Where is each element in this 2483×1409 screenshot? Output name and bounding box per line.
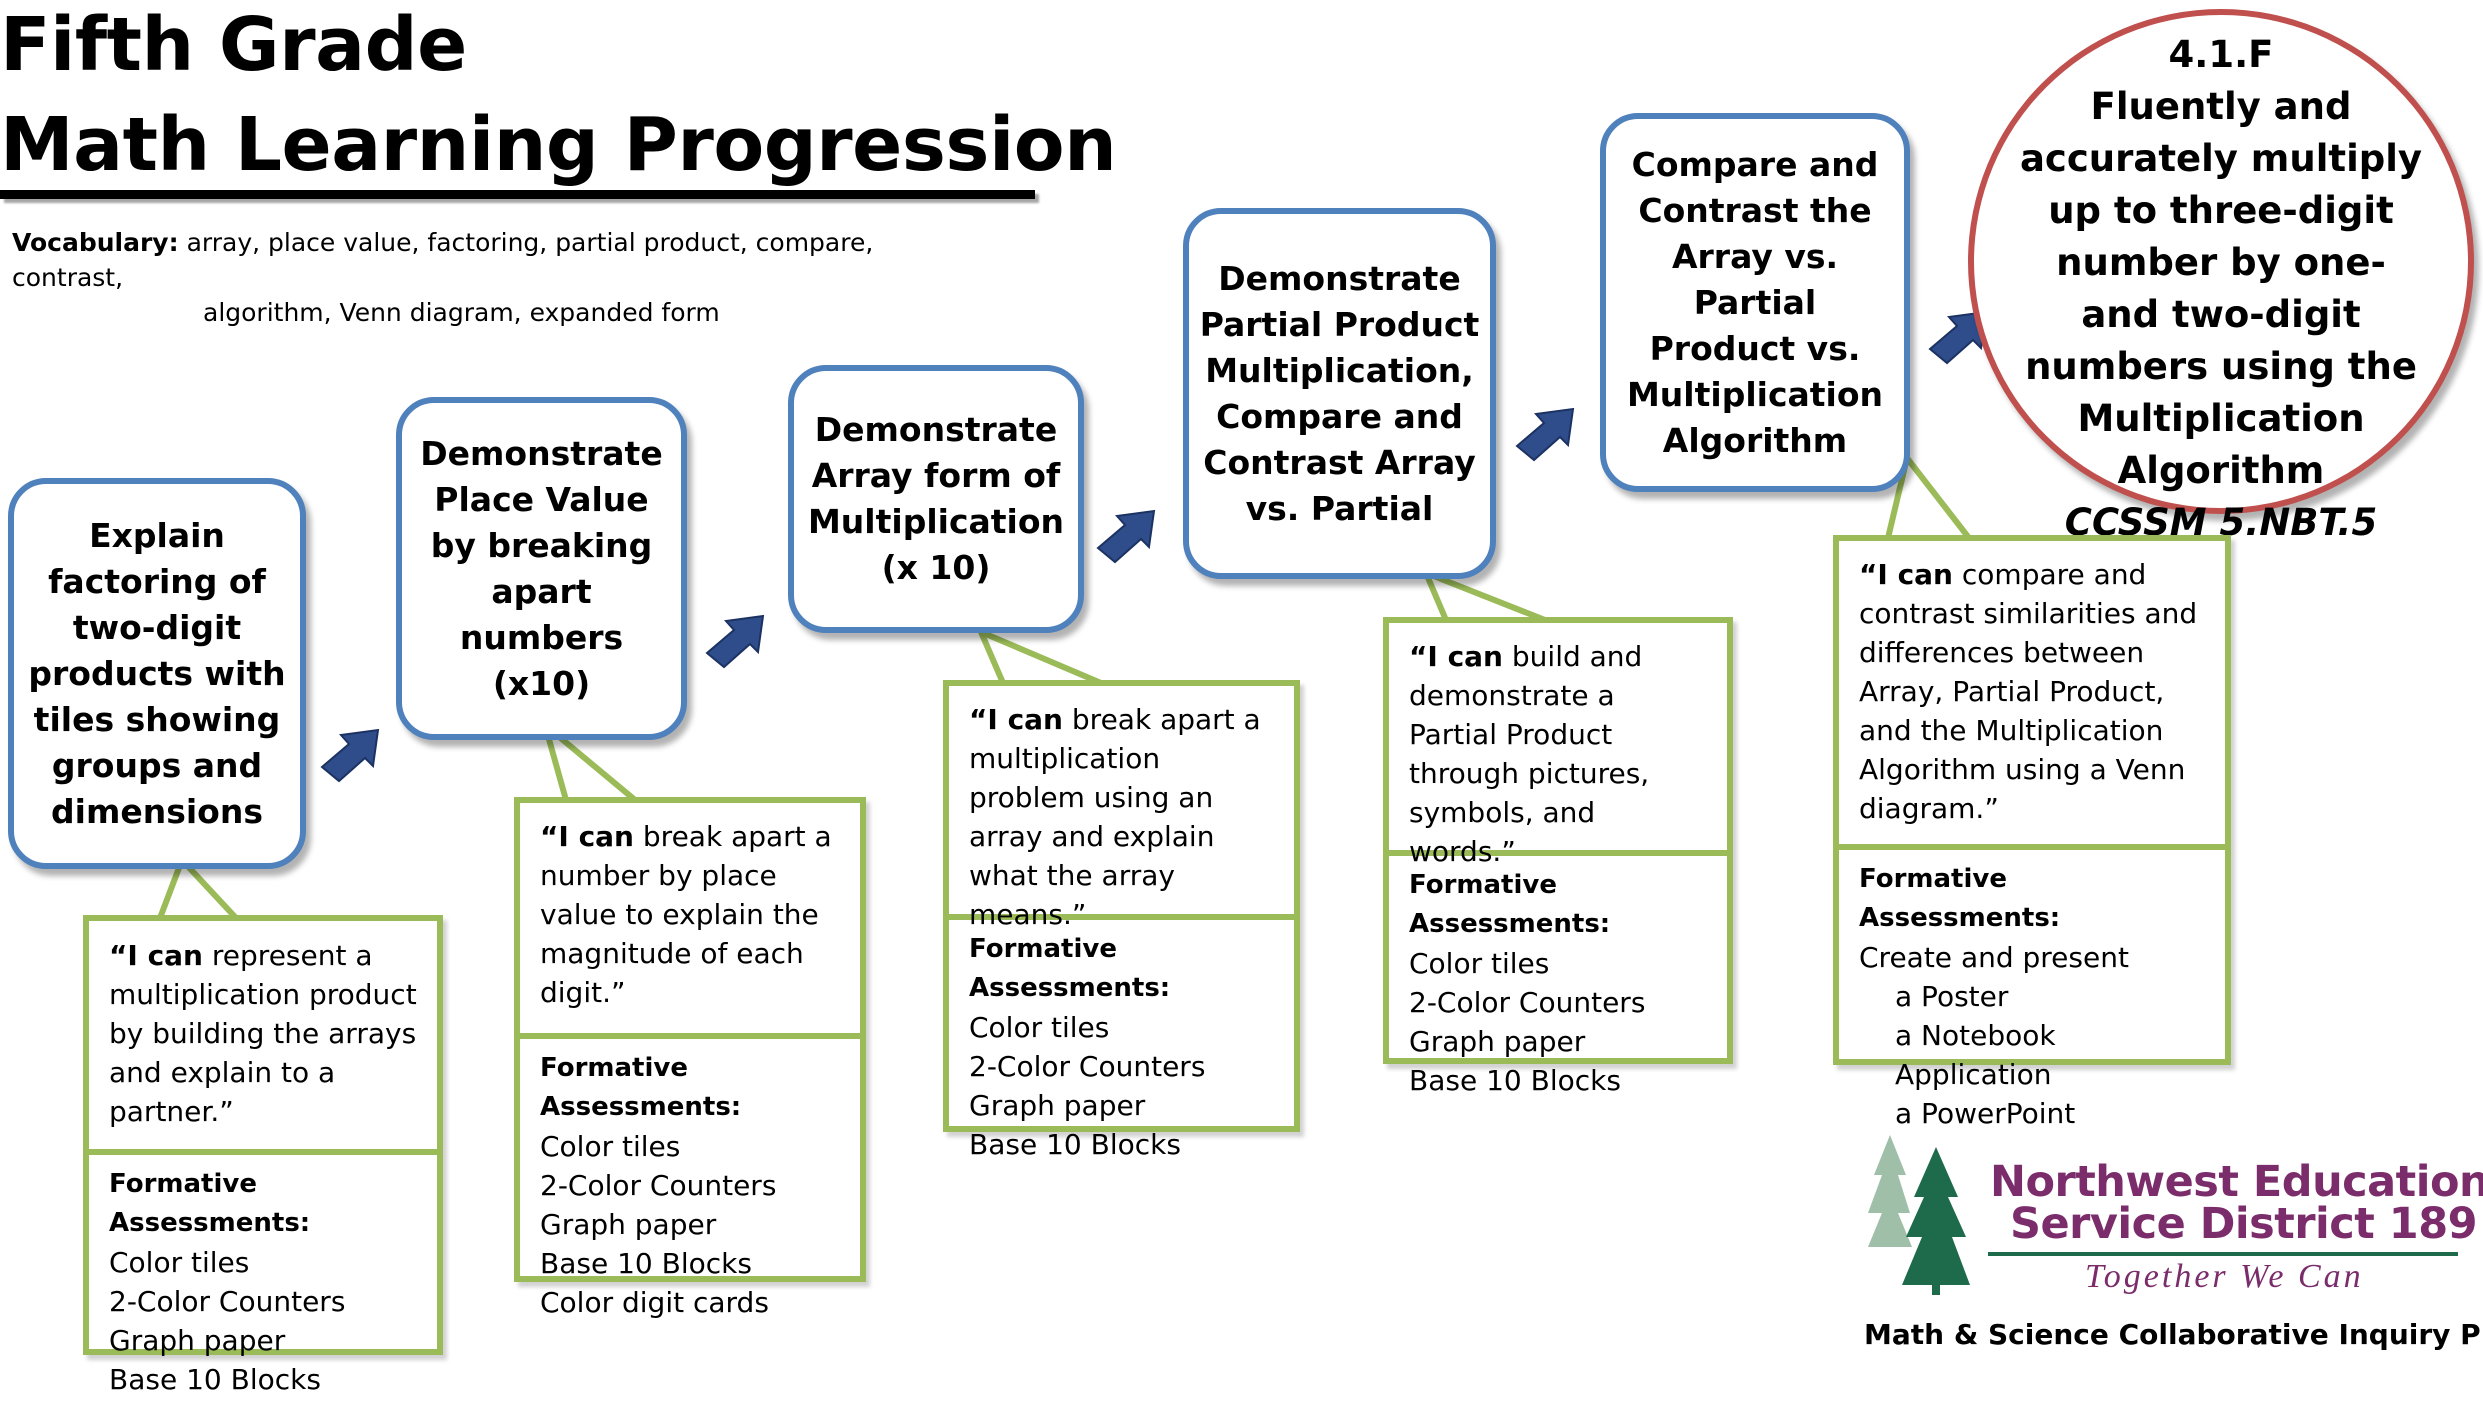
fa-item: 2-Color Counters bbox=[969, 1050, 1206, 1083]
goal-code: 4.1.F bbox=[2168, 33, 2274, 76]
callout-4: “I can build and demonstrate a Partial P… bbox=[1383, 617, 1733, 1097]
step-5-text: Compare and Contrast the Array vs. Parti… bbox=[1626, 144, 1884, 460]
fa-item: 2-Color Counters bbox=[540, 1169, 777, 1202]
fa-label-3: Formative Assessments: bbox=[969, 934, 1171, 1003]
fa-item: Color tiles bbox=[109, 1246, 250, 1279]
fa-item: a Notebook Application bbox=[1895, 1019, 2056, 1091]
progress-arrow-3 bbox=[1096, 509, 1156, 564]
page-title-line1: Fifth Grade bbox=[0, 2, 467, 88]
step-box-5: Compare and Contrast the Array vs. Parti… bbox=[1600, 113, 1910, 492]
step-box-4: Demonstrate Partial Product Multiplicati… bbox=[1183, 208, 1496, 579]
ican-lead-3: “I can bbox=[969, 703, 1063, 736]
formative-assessments-3: Formative Assessments: Color tiles 2-Col… bbox=[949, 914, 1294, 1174]
fa-label-4: Formative Assessments: bbox=[1409, 870, 1611, 939]
progress-arrow-4 bbox=[1515, 407, 1575, 462]
ican-statement-5: “I can compare and contrast similarities… bbox=[1839, 541, 2225, 844]
fa-item: Graph paper bbox=[1409, 1025, 1586, 1058]
goal-text: Fluently and accurately multiply up to t… bbox=[2019, 85, 2423, 492]
ican-text-1: represent a multiplication product by bu… bbox=[109, 939, 417, 1128]
formative-assessments-4: Formative Assessments: Color tiles 2-Col… bbox=[1389, 850, 1727, 1110]
connectors-layer bbox=[155, 310, 1988, 921]
fa-item: Color tiles bbox=[1409, 947, 1550, 980]
callout-3: “I can break apart a multiplication prob… bbox=[943, 680, 1300, 1161]
ican-text-3: break apart a multiplication problem usi… bbox=[969, 703, 1261, 931]
fa-item: Graph paper bbox=[540, 1208, 717, 1241]
fa-label-5: Formative Assessments: bbox=[1859, 864, 2061, 933]
callout-pointer-4 bbox=[1420, 567, 1547, 623]
ican-text-5: compare and contrast similarities and di… bbox=[1859, 558, 2198, 825]
step-1-text: Explain factoring of two-digit products … bbox=[28, 515, 286, 831]
fa-item: Color digit cards bbox=[540, 1286, 769, 1319]
fa-label-1: Formative Assessments: bbox=[109, 1169, 311, 1238]
step-4-text: Demonstrate Partial Product Multiplicati… bbox=[1199, 258, 1480, 528]
vocabulary-line1: array, place value, factoring, partial p… bbox=[12, 228, 874, 292]
fa-item: Color tiles bbox=[540, 1130, 681, 1163]
ican-lead-2: “I can bbox=[540, 820, 634, 853]
fa-item: Base 10 Blocks bbox=[1409, 1064, 1621, 1097]
goal-circle: 4.1.F Fluently and accurately multiply u… bbox=[1968, 9, 2474, 544]
formative-assessments-1: Formative Assessments: Color tiles 2-Col… bbox=[89, 1149, 437, 1409]
fa-item: 2-Color Counters bbox=[1409, 986, 1646, 1019]
logo-name-line1: Northwest Educational bbox=[1990, 1157, 2483, 1207]
callout-2: “I can break apart a number by place val… bbox=[514, 797, 866, 1319]
fa-item: 2-Color Counters bbox=[109, 1285, 346, 1318]
step-2-text: Demonstrate Place Value by breaking apar… bbox=[420, 433, 663, 703]
callout-pointer-3 bbox=[975, 626, 1103, 686]
vocabulary-line2: algorithm, Venn diagram, expanded form bbox=[203, 298, 720, 327]
ican-lead-5: “I can bbox=[1859, 558, 1953, 591]
logo-tagline: Together We Can bbox=[2085, 1258, 2364, 1295]
ican-statement-3: “I can break apart a multiplication prob… bbox=[949, 686, 1294, 931]
step-box-2: Demonstrate Place Value by breaking apar… bbox=[396, 397, 687, 740]
progress-arrow-1 bbox=[320, 728, 380, 783]
ican-lead-1: “I can bbox=[109, 939, 203, 972]
logo-name-line2: Service District 189 bbox=[2010, 1199, 2478, 1249]
fa-item: a Poster bbox=[1895, 980, 2009, 1013]
ican-text-4: build and demonstrate a Partial Product … bbox=[1409, 640, 1650, 868]
ican-statement-2: “I can break apart a number by place val… bbox=[520, 803, 860, 1033]
formative-assessments-2: Formative Assessments: Color tiles 2-Col… bbox=[520, 1033, 860, 1332]
ican-statement-1: “I can represent a multiplication produc… bbox=[89, 921, 437, 1149]
progress-arrow-2 bbox=[705, 614, 765, 669]
step-3-text: Demonstrate Array form of Multiplication… bbox=[807, 410, 1065, 587]
ican-statement-4: “I can build and demonstrate a Partial P… bbox=[1389, 623, 1727, 868]
fa-item: Create and present bbox=[1859, 941, 2129, 974]
title-underline bbox=[0, 190, 1035, 199]
fa-item: Graph paper bbox=[969, 1089, 1146, 1122]
callout-5: “I can compare and contrast similarities… bbox=[1833, 535, 2231, 1130]
ican-text-2: break apart a number by place value to e… bbox=[540, 820, 832, 1009]
vocabulary: Vocabulary: array, place value, factorin… bbox=[12, 225, 972, 330]
step-box-1: Explain factoring of two-digit products … bbox=[8, 478, 306, 869]
logo-rule bbox=[1988, 1252, 2458, 1256]
fa-item: a PowerPoint bbox=[1895, 1097, 2076, 1130]
tree-logo-icon bbox=[1868, 1135, 1970, 1295]
fa-item: Base 10 Blocks bbox=[540, 1247, 752, 1280]
fa-label-2: Formative Assessments: bbox=[540, 1053, 742, 1122]
fa-item: Graph paper bbox=[109, 1324, 286, 1357]
formative-assessments-5: Formative Assessments: Create and presen… bbox=[1839, 844, 2225, 1143]
callout-1: “I can represent a multiplication produc… bbox=[83, 915, 443, 1396]
fa-item: Base 10 Blocks bbox=[109, 1363, 321, 1396]
ican-lead-4: “I can bbox=[1409, 640, 1503, 673]
fa-item: Color tiles bbox=[969, 1011, 1110, 1044]
page-title-line2: Math Learning Progression bbox=[0, 102, 1117, 188]
step-box-3: Demonstrate Array form of Multiplication… bbox=[788, 365, 1084, 633]
vocabulary-label: Vocabulary: bbox=[12, 228, 179, 257]
fa-item: Base 10 Blocks bbox=[969, 1128, 1181, 1161]
footer-text: Math & Science Collaborative Inquiry Pro… bbox=[1864, 1318, 2483, 1351]
